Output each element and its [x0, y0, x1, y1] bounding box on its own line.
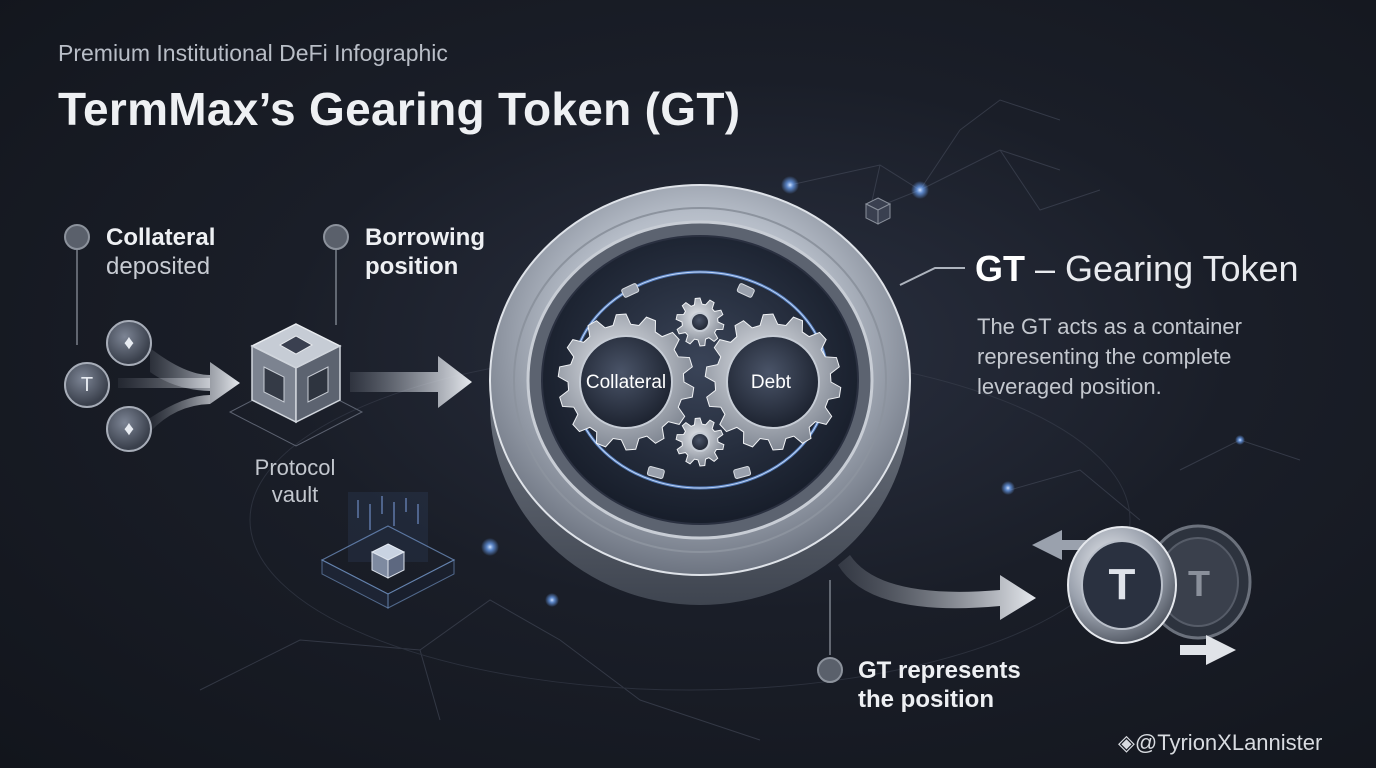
eth-glyph-icon: ♦	[123, 417, 135, 440]
diamond-logo-icon: ◈	[1118, 730, 1135, 755]
vault-line1: Protocol	[254, 455, 336, 480]
borrowing-line2: position	[365, 253, 459, 280]
collateral-sub: deposited	[106, 253, 211, 280]
token-glyph-icon: T	[80, 373, 94, 396]
step-bullet-collateral	[64, 224, 90, 250]
step-bullet-gt	[817, 657, 843, 683]
debt-gear-icon	[704, 313, 842, 451]
gear-collateral-label: Collateral	[585, 372, 667, 393]
watermark-handle: @TyrionXLannister	[1134, 730, 1323, 755]
step-bullet-borrowing	[323, 224, 349, 250]
gt-step-line1: GT represents	[858, 657, 1021, 684]
gt-heading: GT – Gearing Token	[975, 248, 1299, 290]
eth-coin-icon-2: ♦	[106, 406, 152, 452]
small-gear-top-icon	[675, 297, 725, 347]
gt-heading-bold: GT	[975, 248, 1025, 289]
page-title: TermMax’s Gearing Token (GT)	[58, 83, 741, 135]
watermark: ◈@TyrionXLannister	[1118, 730, 1322, 756]
collateral-gear-icon	[557, 313, 695, 451]
collateral-title: Collateral	[106, 224, 216, 251]
eth-coin-icon: ♦	[106, 320, 152, 366]
borrowing-line1: Borrowing	[365, 224, 485, 251]
vault-line2: vault	[271, 482, 319, 507]
small-gear-bottom-icon	[675, 417, 725, 467]
protocol-vault-label: Protocol vault	[230, 454, 360, 508]
gt-coin-back-logo-icon: T	[1188, 563, 1210, 604]
gt-description: The GT acts as a container representing …	[977, 314, 1242, 399]
step-gt-label: GT represents the position	[858, 656, 1021, 714]
gear-debt-label: Debt	[750, 372, 792, 393]
eth-glyph-icon: ♦	[123, 331, 135, 354]
gt-heading-rest: – Gearing Token	[1025, 248, 1299, 289]
token-coin-icon: T	[64, 362, 110, 408]
step-collateral-label: Collateral deposited	[106, 223, 215, 281]
gt-coin-logo-icon: T	[1108, 560, 1136, 609]
page-subtitle: Premium Institutional DeFi Infographic	[58, 40, 448, 66]
step-borrowing-label: Borrowing position	[365, 223, 485, 281]
gt-step-line2: the position	[858, 686, 994, 713]
